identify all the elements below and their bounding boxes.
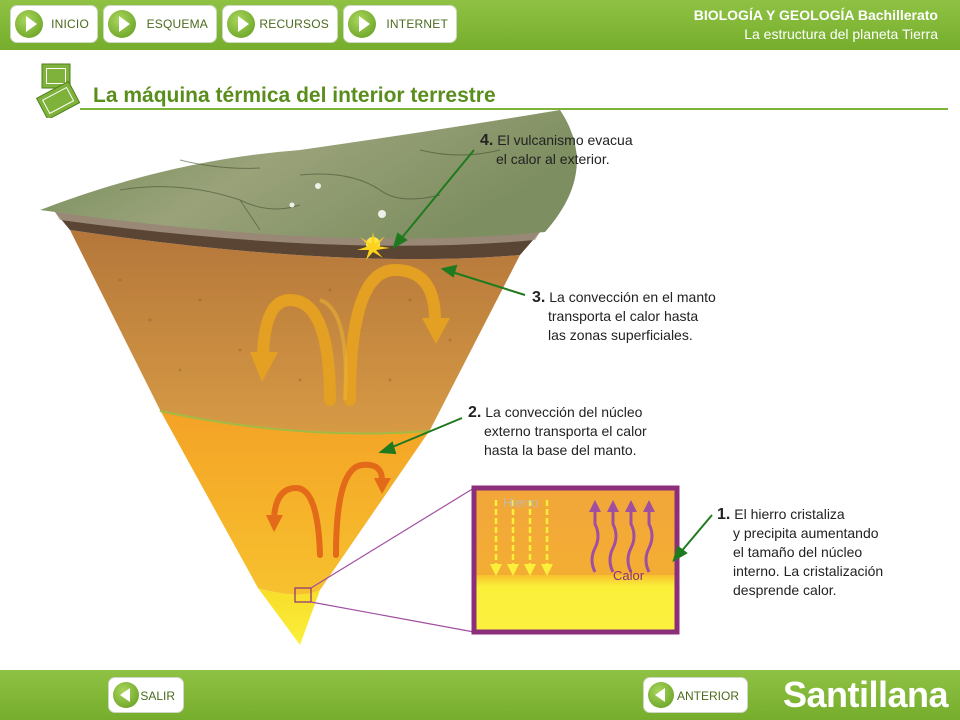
annotation-line: transporta el calor hasta xyxy=(548,308,699,324)
nav-button-label: INTERNET xyxy=(386,17,448,31)
section-document-icon xyxy=(35,63,81,118)
inset-connector-top xyxy=(310,487,475,589)
annotation-line: externo transporta el calor xyxy=(484,423,647,439)
exit-button[interactable]: SALIR xyxy=(108,677,184,713)
nav-button-label: RECURSOS xyxy=(259,17,329,31)
cloud-puffs xyxy=(289,183,386,218)
annotation-3: 3. La convección en el manto transporta … xyxy=(532,288,716,345)
nav-button-label: ESQUEMA xyxy=(146,17,208,31)
annotation-line: el calor al exterior. xyxy=(496,151,610,167)
annotation-line: desprende calor. xyxy=(733,582,837,598)
mantle-convection-arrows xyxy=(250,263,450,406)
annotation-number: 2. xyxy=(468,404,482,421)
nav-button-esquema[interactable]: ESQUEMA xyxy=(103,5,217,43)
crystallization-inset xyxy=(471,485,680,635)
volcano-heat-icon xyxy=(357,232,390,260)
inset-connector-bottom xyxy=(310,601,475,633)
heat-label: Calor xyxy=(613,568,645,583)
annotation-number: 3. xyxy=(532,289,546,306)
play-arrow-icon xyxy=(348,10,376,38)
annotation-line: La convección en el manto xyxy=(549,289,716,305)
nav-button-recursos[interactable]: RECURSOS xyxy=(222,5,338,43)
heat-release-arrows xyxy=(590,510,654,573)
publisher-logo: Santillana xyxy=(782,674,949,715)
detail-marker xyxy=(294,587,312,603)
play-arrow-icon xyxy=(227,10,255,38)
previous-button-label: ANTERIOR xyxy=(676,689,739,703)
iron-precipitation-arrows xyxy=(490,500,553,576)
annotation-line: hasta la base del manto. xyxy=(484,442,637,458)
outer-core-layer xyxy=(160,410,430,595)
title-divider xyxy=(80,108,948,110)
annotation-number: 1. xyxy=(717,506,731,523)
annotation-line: El vulcanismo evacua xyxy=(497,132,633,148)
exit-button-label: SALIR xyxy=(140,689,175,703)
annotation-line: interno. La cristalización xyxy=(733,563,884,579)
core-convection-arrows xyxy=(266,461,391,558)
annotation-pointers xyxy=(378,149,713,563)
inset-frame xyxy=(471,485,680,635)
annotation-line: El hierro cristaliza xyxy=(734,506,845,522)
annotation-number: 4. xyxy=(480,132,494,149)
annotation-4: 4. El vulcanismo evacua el calor al exte… xyxy=(480,131,633,169)
back-arrow-icon xyxy=(113,682,139,708)
iron-label: Hierro xyxy=(503,495,539,510)
annotation-line: y precipita aumentando xyxy=(733,525,879,541)
mantle-layer xyxy=(70,230,520,433)
annotation-1: 1. El hierro cristaliza y precipita aume… xyxy=(717,505,883,600)
unit-subtitle: La estructura del planeta Tierra xyxy=(744,26,938,42)
earth-wedge xyxy=(40,110,577,645)
annotation-line: el tamaño del núcleo xyxy=(733,544,863,560)
nav-button-inicio[interactable]: INICIO xyxy=(10,5,98,43)
play-arrow-icon xyxy=(108,10,136,38)
nav-button-label: INICIO xyxy=(51,17,89,31)
previous-button[interactable]: ANTERIOR xyxy=(643,677,748,713)
page-title: La máquina térmica del interior terrestr… xyxy=(93,84,496,107)
annotation-2: 2. La convección del núcleo externo tran… xyxy=(468,403,647,460)
play-arrow-icon xyxy=(15,10,43,38)
surface-borders xyxy=(119,149,501,231)
back-arrow-icon xyxy=(648,682,674,708)
annotation-line: las zonas superficiales. xyxy=(548,327,693,343)
course-title: BIOLOGÍA Y GEOLOGÍA Bachillerato xyxy=(693,7,938,23)
annotation-line: La convección del núcleo xyxy=(485,404,643,420)
nav-button-internet[interactable]: INTERNET xyxy=(343,5,457,43)
